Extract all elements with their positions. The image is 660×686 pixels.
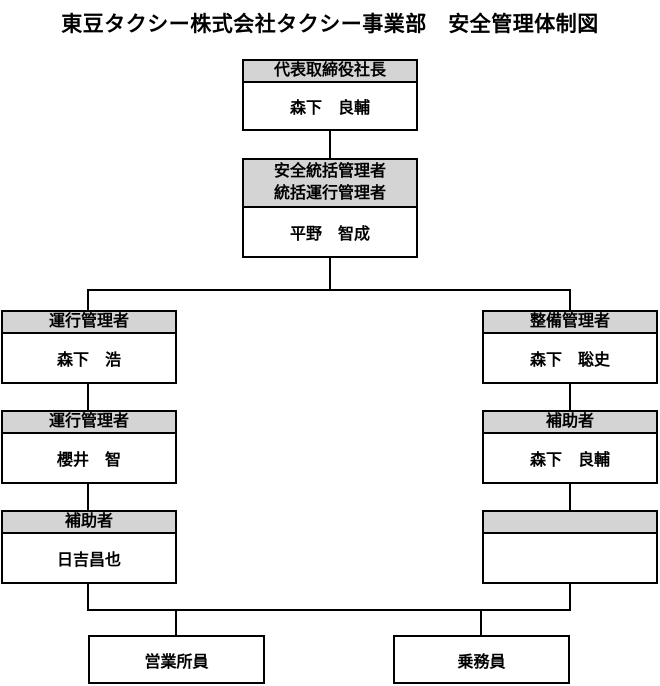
connector-safety-stem [329, 258, 331, 291]
node-maintenance-manager-name: 森下 聡史 [484, 334, 656, 382]
connector-office-staff-drop [175, 611, 177, 635]
connector-right-3-bottom [569, 584, 571, 611]
node-assistant-left-role: 補助者 [3, 512, 175, 534]
node-operations-manager-2-role: 運行管理者 [3, 412, 175, 434]
node-operations-manager-2-name: 櫻井 智 [3, 434, 175, 482]
node-assistant-right: 補助者 森下 良輔 [482, 410, 658, 484]
connector-left-3-bottom [87, 584, 89, 611]
connector-left-1-2 [87, 384, 89, 410]
node-assistant-left: 補助者 日吉昌也 [1, 510, 177, 584]
node-drivers: 乗務員 [393, 635, 570, 684]
node-safety-supervisor: 安全統括管理者 統括運行管理者 平野 智成 [242, 158, 418, 258]
node-maintenance-manager-role: 整備管理者 [484, 312, 656, 334]
node-operations-manager-1-name: 森下 浩 [3, 334, 175, 382]
node-assistant-right-role: 補助者 [484, 412, 656, 434]
node-safety-supervisor-name: 平野 智成 [244, 208, 416, 256]
node-operations-manager-2: 運行管理者 櫻井 智 [1, 410, 177, 484]
node-assistant-right-name: 森下 良輔 [484, 434, 656, 482]
node-office-staff-label: 営業所員 [90, 637, 263, 682]
connector-right-column-drop [569, 289, 571, 310]
connector-president-to-safety [329, 131, 331, 158]
node-blank-name [484, 534, 656, 582]
node-president: 代表取締役社長 森下 良輔 [242, 59, 418, 131]
connector-upper-horizontal [87, 289, 571, 291]
chart-title: 東豆タクシー株式会社タクシー事業部 安全管理体制図 [61, 13, 599, 36]
connector-drivers-drop [480, 611, 482, 635]
connector-lower-horizontal [87, 609, 571, 611]
node-operations-manager-1-role: 運行管理者 [3, 312, 175, 334]
connector-right-1-2 [569, 384, 571, 410]
node-assistant-left-name: 日吉昌也 [3, 534, 175, 582]
node-blank [482, 510, 658, 584]
node-operations-manager-1: 運行管理者 森下 浩 [1, 310, 177, 384]
connector-left-2-3 [87, 484, 89, 510]
node-drivers-label: 乗務員 [395, 637, 568, 682]
node-president-name: 森下 良輔 [244, 83, 416, 129]
node-office-staff: 営業所員 [88, 635, 265, 684]
node-safety-supervisor-role: 安全統括管理者 統括運行管理者 [244, 160, 416, 208]
node-blank-role [484, 512, 656, 534]
connector-left-column-drop [87, 289, 89, 310]
node-president-role: 代表取締役社長 [244, 61, 416, 83]
connector-right-2-3 [569, 484, 571, 510]
node-maintenance-manager: 整備管理者 森下 聡史 [482, 310, 658, 384]
